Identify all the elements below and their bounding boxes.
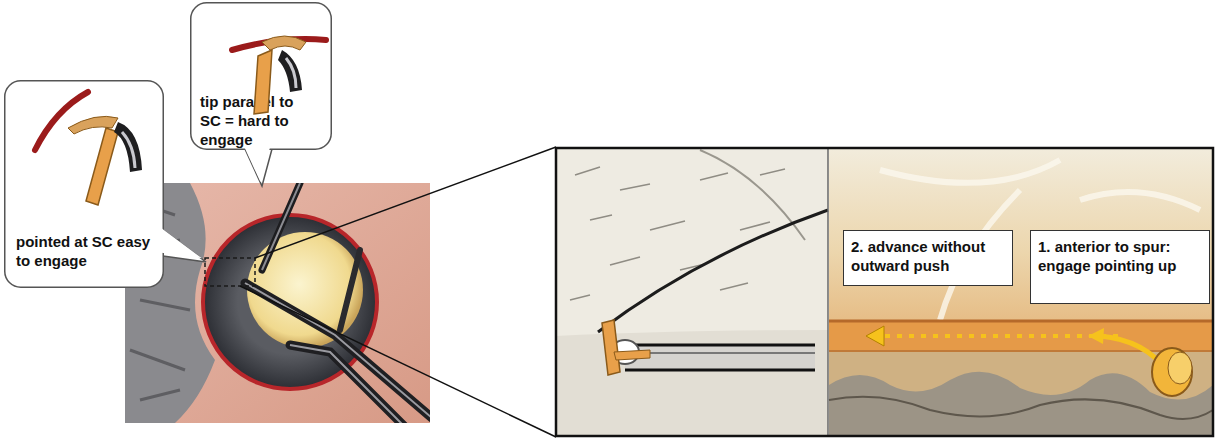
zoom-tissue (829, 148, 1213, 436)
callout-text: 2. advance without outward push (851, 237, 1006, 275)
step-box: 1. anterior to spur: engage pointing up (1030, 230, 1210, 304)
callout-bubble: pointed at SC easy to engage (4, 80, 208, 292)
callout-bubble: tip parallel to SC = hard to engage (190, 2, 332, 188)
step-box: 2. advance without outward push (843, 230, 1013, 286)
zoom-line (240, 286, 556, 437)
zoom-line (255, 147, 556, 258)
zoom-frame (556, 148, 1213, 436)
zoom-marker (205, 258, 255, 286)
callout-text: tip parallel to SC = hard to engage (200, 92, 318, 149)
pointed-icon (35, 92, 142, 205)
callout-text: 1. anterior to spur: engage pointing up (1038, 237, 1203, 275)
zoom-sclera (556, 148, 828, 436)
surgical-photo (125, 183, 430, 423)
callout-text: pointed at SC easy to engage (16, 232, 161, 270)
tip-parallel-icon (232, 36, 326, 114)
